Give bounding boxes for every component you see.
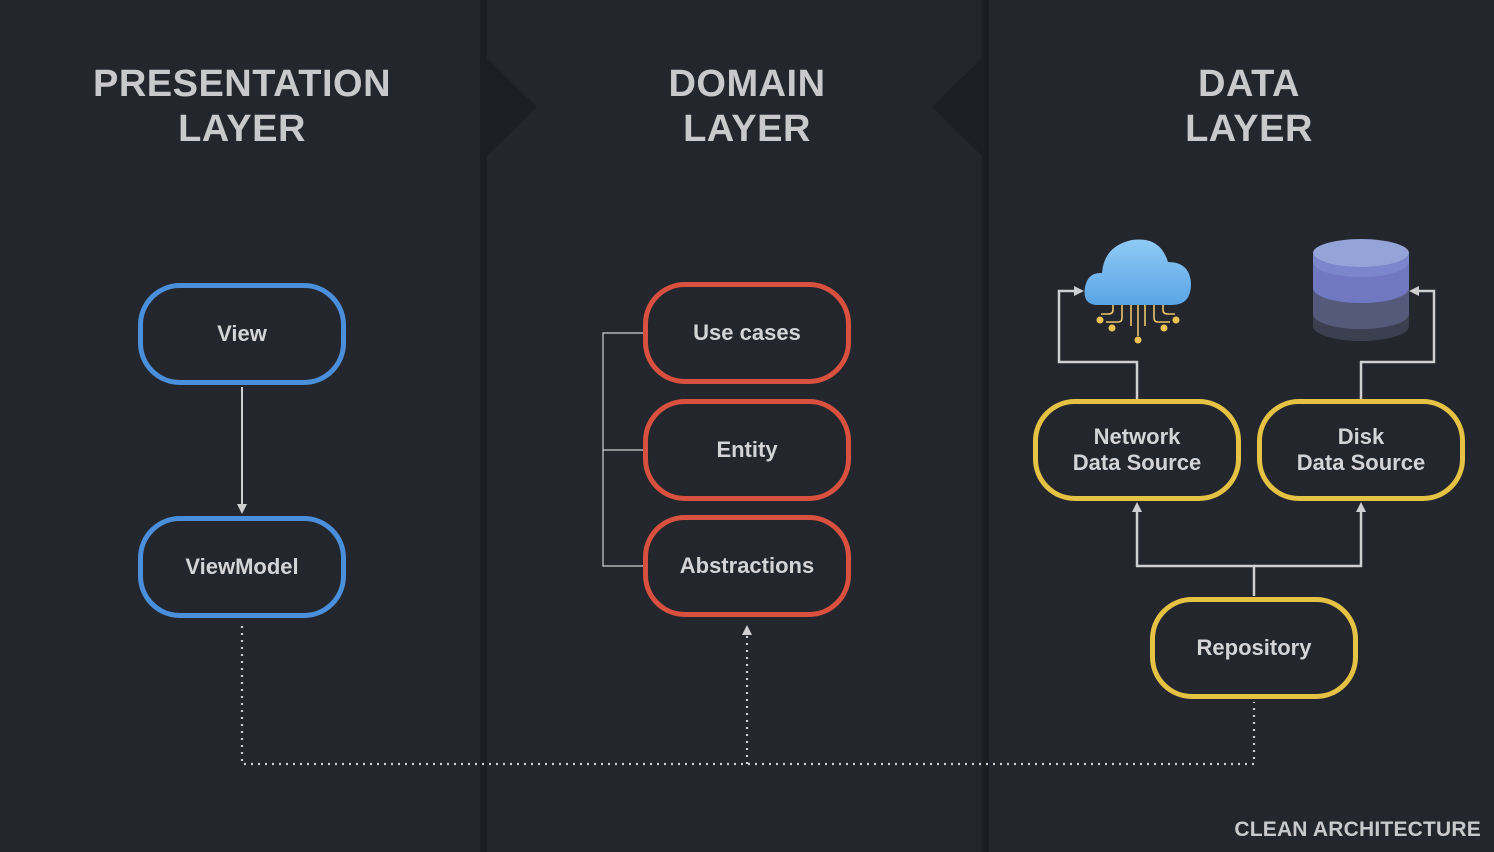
network-data-source-node: Network Data Source — [1033, 399, 1241, 501]
view-label: View — [217, 321, 267, 346]
domain-layer-title-line1: DOMAIN — [668, 63, 826, 105]
data-layer-title: DATA LAYER — [1049, 62, 1449, 152]
domain-layer-title: DOMAIN LAYER — [547, 62, 947, 152]
domain-bracket — [602, 332, 643, 567]
domain-layer-title-line2: LAYER — [683, 108, 811, 150]
data-layer-title-line2: LAYER — [1185, 108, 1313, 150]
use-cases-label: Use cases — [693, 320, 801, 345]
disk-to-database-arrow — [1359, 286, 1436, 400]
viewmodel-label: ViewModel — [185, 554, 299, 579]
separator-chevron-left — [932, 58, 982, 156]
presentation-layer-title-line1: PRESENTATION — [92, 63, 392, 105]
entity-node: Entity — [643, 399, 851, 501]
disk-data-source-label-line2: Data Source — [1296, 450, 1426, 475]
presentation-layer-title: PRESENTATION LAYER — [42, 62, 442, 152]
abstractions-label: Abstractions — [679, 553, 815, 578]
layer-separators — [480, 0, 989, 852]
viewmodel-node: ViewModel — [138, 516, 346, 618]
repository-label: Repository — [1196, 635, 1312, 660]
data-layer-title-line1: DATA — [1198, 63, 1300, 105]
database-icon — [1313, 239, 1409, 341]
network-data-source-label-line1: Network — [1093, 424, 1181, 449]
abstractions-node: Abstractions — [643, 515, 851, 617]
disk-data-source-label-line1: Disk — [1337, 424, 1385, 449]
dependency-dotted-lines — [240, 625, 1256, 766]
entity-label: Entity — [716, 437, 778, 462]
use-cases-node: Use cases — [643, 282, 851, 384]
repo-to-network-arrow — [1132, 502, 1256, 596]
view-node: View — [138, 283, 346, 385]
data-connectors — [1057, 286, 1436, 596]
disk-data-source-node: Disk Data Source — [1257, 399, 1465, 501]
cloud-network-icon — [1084, 239, 1191, 344]
separator-chevron-right — [487, 58, 537, 156]
repo-to-disk-arrow — [1254, 502, 1366, 568]
network-to-cloud-arrow — [1057, 286, 1139, 400]
repository-node: Repository — [1150, 597, 1358, 699]
footer-caption: CLEAN ARCHITECTURE — [1234, 818, 1481, 841]
presentation-layer-title-line2: LAYER — [178, 108, 306, 150]
network-data-source-label-line2: Data Source — [1072, 450, 1202, 475]
